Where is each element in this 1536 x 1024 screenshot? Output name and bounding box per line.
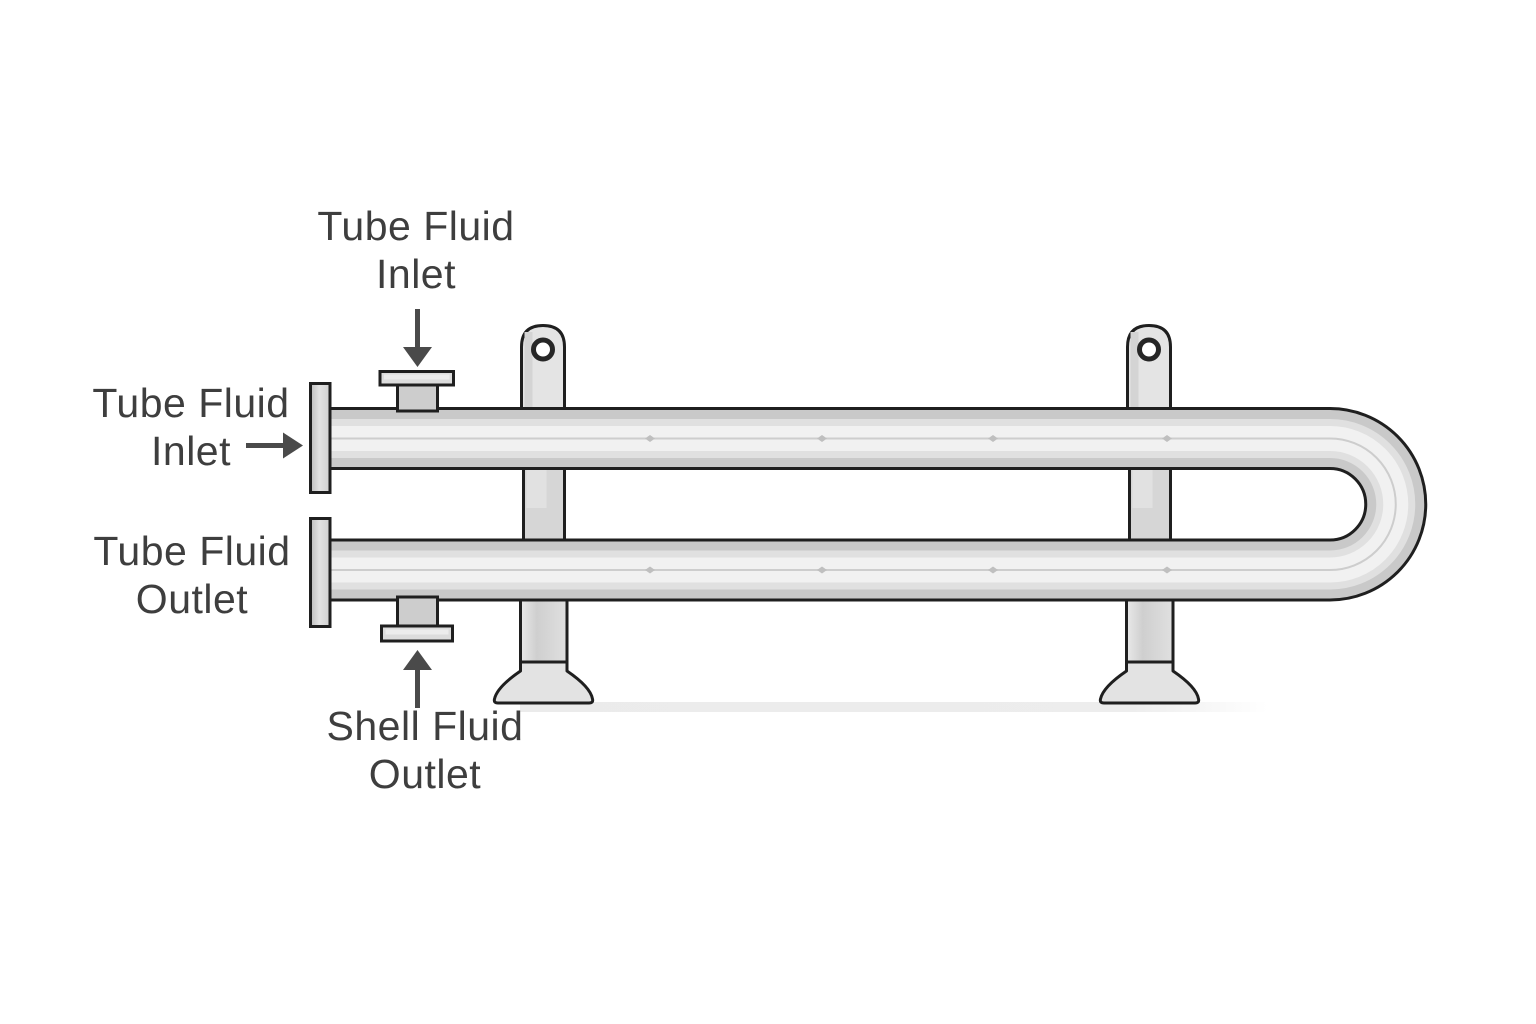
label-line-2: Inlet <box>376 251 456 297</box>
hairpin-tube <box>331 407 1428 602</box>
tube-body <box>331 410 1425 599</box>
label-line-2: Outlet <box>135 576 249 622</box>
support-leg-left <box>492 323 595 705</box>
support-mid-highlight <box>526 466 547 508</box>
label-line-2: Inlet <box>151 428 231 474</box>
nozzle-flange-highlight <box>384 374 450 380</box>
arrow-up-icon <box>403 650 432 708</box>
ground-shadow <box>520 702 1268 712</box>
label-tube-fluid-outlet-left: Tube Fluid Outlet <box>56 527 328 623</box>
support-base-flare <box>492 660 595 705</box>
lifting-lug-hole <box>531 337 555 362</box>
lug-shade <box>1130 332 1139 412</box>
support-leg-right <box>1098 323 1201 705</box>
label-line-1: Shell Fluid <box>326 703 524 749</box>
support-base-flare <box>1098 660 1201 705</box>
tube-outlet-end-flange <box>309 517 332 628</box>
label-tube-fluid-inlet-top: Tube Fluid Inlet <box>281 202 551 298</box>
nozzle-stem <box>396 382 439 413</box>
nozzle-flange-highlight <box>385 629 449 635</box>
shell-outlet-nozzle <box>380 595 454 643</box>
label-line-1: Tube Fluid <box>92 380 290 426</box>
arrow-down-icon <box>403 309 432 367</box>
tube-centerline <box>331 437 1397 571</box>
tube-inlet-nozzle <box>378 370 455 413</box>
label-line-2: Outlet <box>368 751 482 797</box>
label-tube-fluid-inlet-left: Tube Fluid Inlet <box>55 379 327 475</box>
lug-shade <box>524 332 533 412</box>
tube-inlet-end-flange <box>309 382 332 494</box>
lifting-lug-hole <box>1137 337 1161 362</box>
support-mid-highlight <box>1132 466 1153 508</box>
label-shell-fluid-outlet: Shell Fluid Outlet <box>289 702 561 798</box>
label-line-1: Tube Fluid <box>317 203 515 249</box>
annotation-arrows <box>246 309 432 708</box>
nozzle-stem <box>396 595 439 628</box>
label-line-1: Tube Fluid <box>93 528 291 574</box>
arrow-right-icon <box>246 432 303 459</box>
